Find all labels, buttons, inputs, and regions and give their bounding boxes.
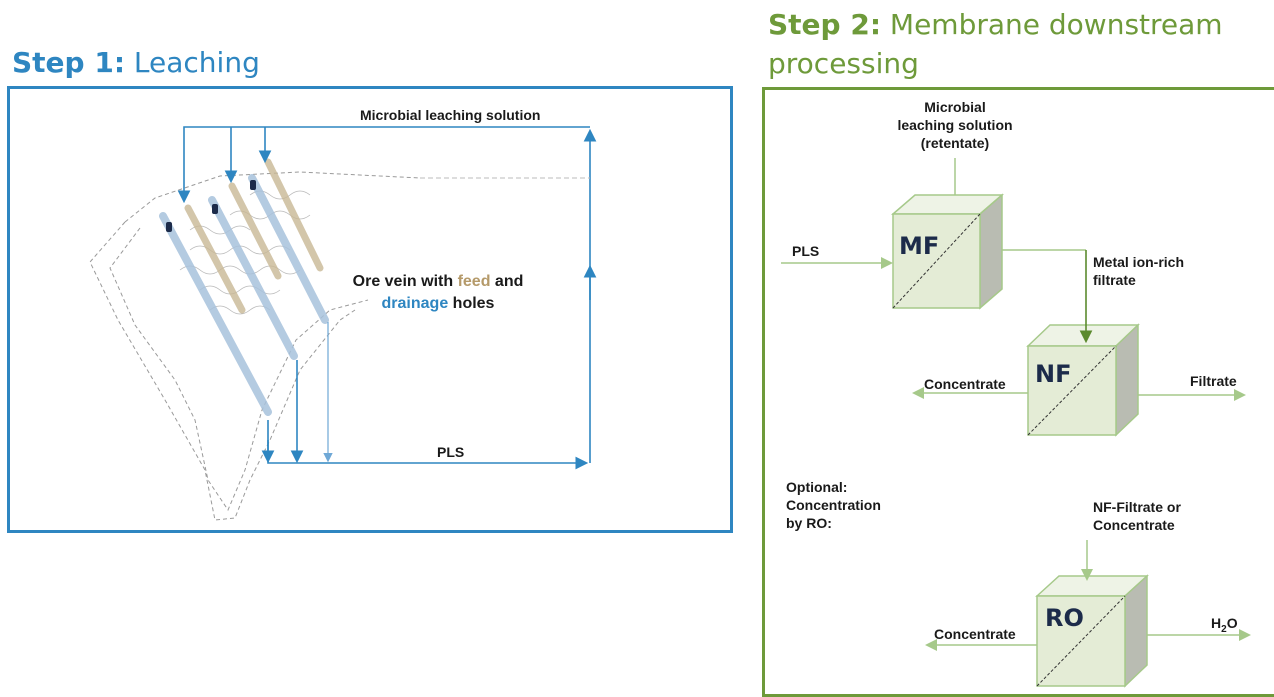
step2-flows [781,158,1251,651]
feed-word: feed [457,273,491,290]
leaching-solution-manifold [177,126,590,204]
nf-label: NF [1035,360,1072,388]
drainage-holes [159,174,329,416]
water-sub: 2 [1221,623,1227,635]
pls-return-loop [261,128,597,470]
ro-cube [1035,574,1149,688]
ore-vein-suffix: holes [448,295,495,312]
nf-concentrate-label: Concentrate [924,376,1006,392]
water-h: H [1211,615,1222,631]
retentate-line3: (retentate) [920,135,990,151]
filtrate-line2: filtrate [1093,272,1136,288]
ro-concentrate-label: Concentrate [934,626,1016,642]
ro-label: RO [1045,604,1084,632]
water-output-label: H2O [1211,614,1238,639]
rock-outline [89,171,421,521]
step1-title: Step 1: Leaching [12,46,260,80]
step1-title-bold: Step 1: [12,46,126,79]
optional-line2: Concentration [786,497,881,513]
step1-title-rest: Leaching [125,46,260,79]
step2-title-line2: processing [768,47,919,80]
retentate-line2: leaching solution [897,117,1013,133]
optional-label: Optional: Concentration by RO: [786,478,881,532]
retentate-label: Microbial leaching solution (retentate) [880,98,1030,152]
nf-filtrate-label: Filtrate [1190,373,1237,389]
hole-caps [166,180,256,232]
step2-pls-label: PLS [792,243,820,259]
step1-pls-label: PLS [437,444,465,460]
retentate-line1: Microbial [924,99,986,115]
ro-input-line2: Concentrate [1093,517,1175,533]
mf-label: MF [899,232,940,260]
mf-cube [890,193,1005,310]
ro-input-label: NF-Filtrate or Concentrate [1093,498,1181,534]
optional-line3: by RO: [786,515,832,531]
ore-vein-prefix: Ore vein with [352,273,458,290]
step2-title-line1: Membrane downstream [881,8,1223,41]
step2-title-bold: Step 2: [768,8,882,41]
filtrate-label: Metal ion-rich filtrate [1093,253,1184,289]
step1-top-label: Microbial leaching solution [360,107,541,123]
filtrate-line1: Metal ion-rich [1093,254,1185,270]
ore-vein-label: Ore vein with feed and drainage holes [348,271,528,315]
step1-panel [7,86,733,533]
feed-holes [184,158,324,314]
ro-input-line1: NF-Filtrate or [1093,499,1181,515]
water-o: O [1226,615,1238,631]
nf-cube [1026,323,1140,437]
ore-vein-mid: and [490,273,524,290]
optional-line1: Optional: [786,479,848,495]
drainage-word: drainage [381,295,449,312]
leaching-diagram [89,126,597,521]
step2-title: Step 2: Membrane downstream [768,8,1223,42]
